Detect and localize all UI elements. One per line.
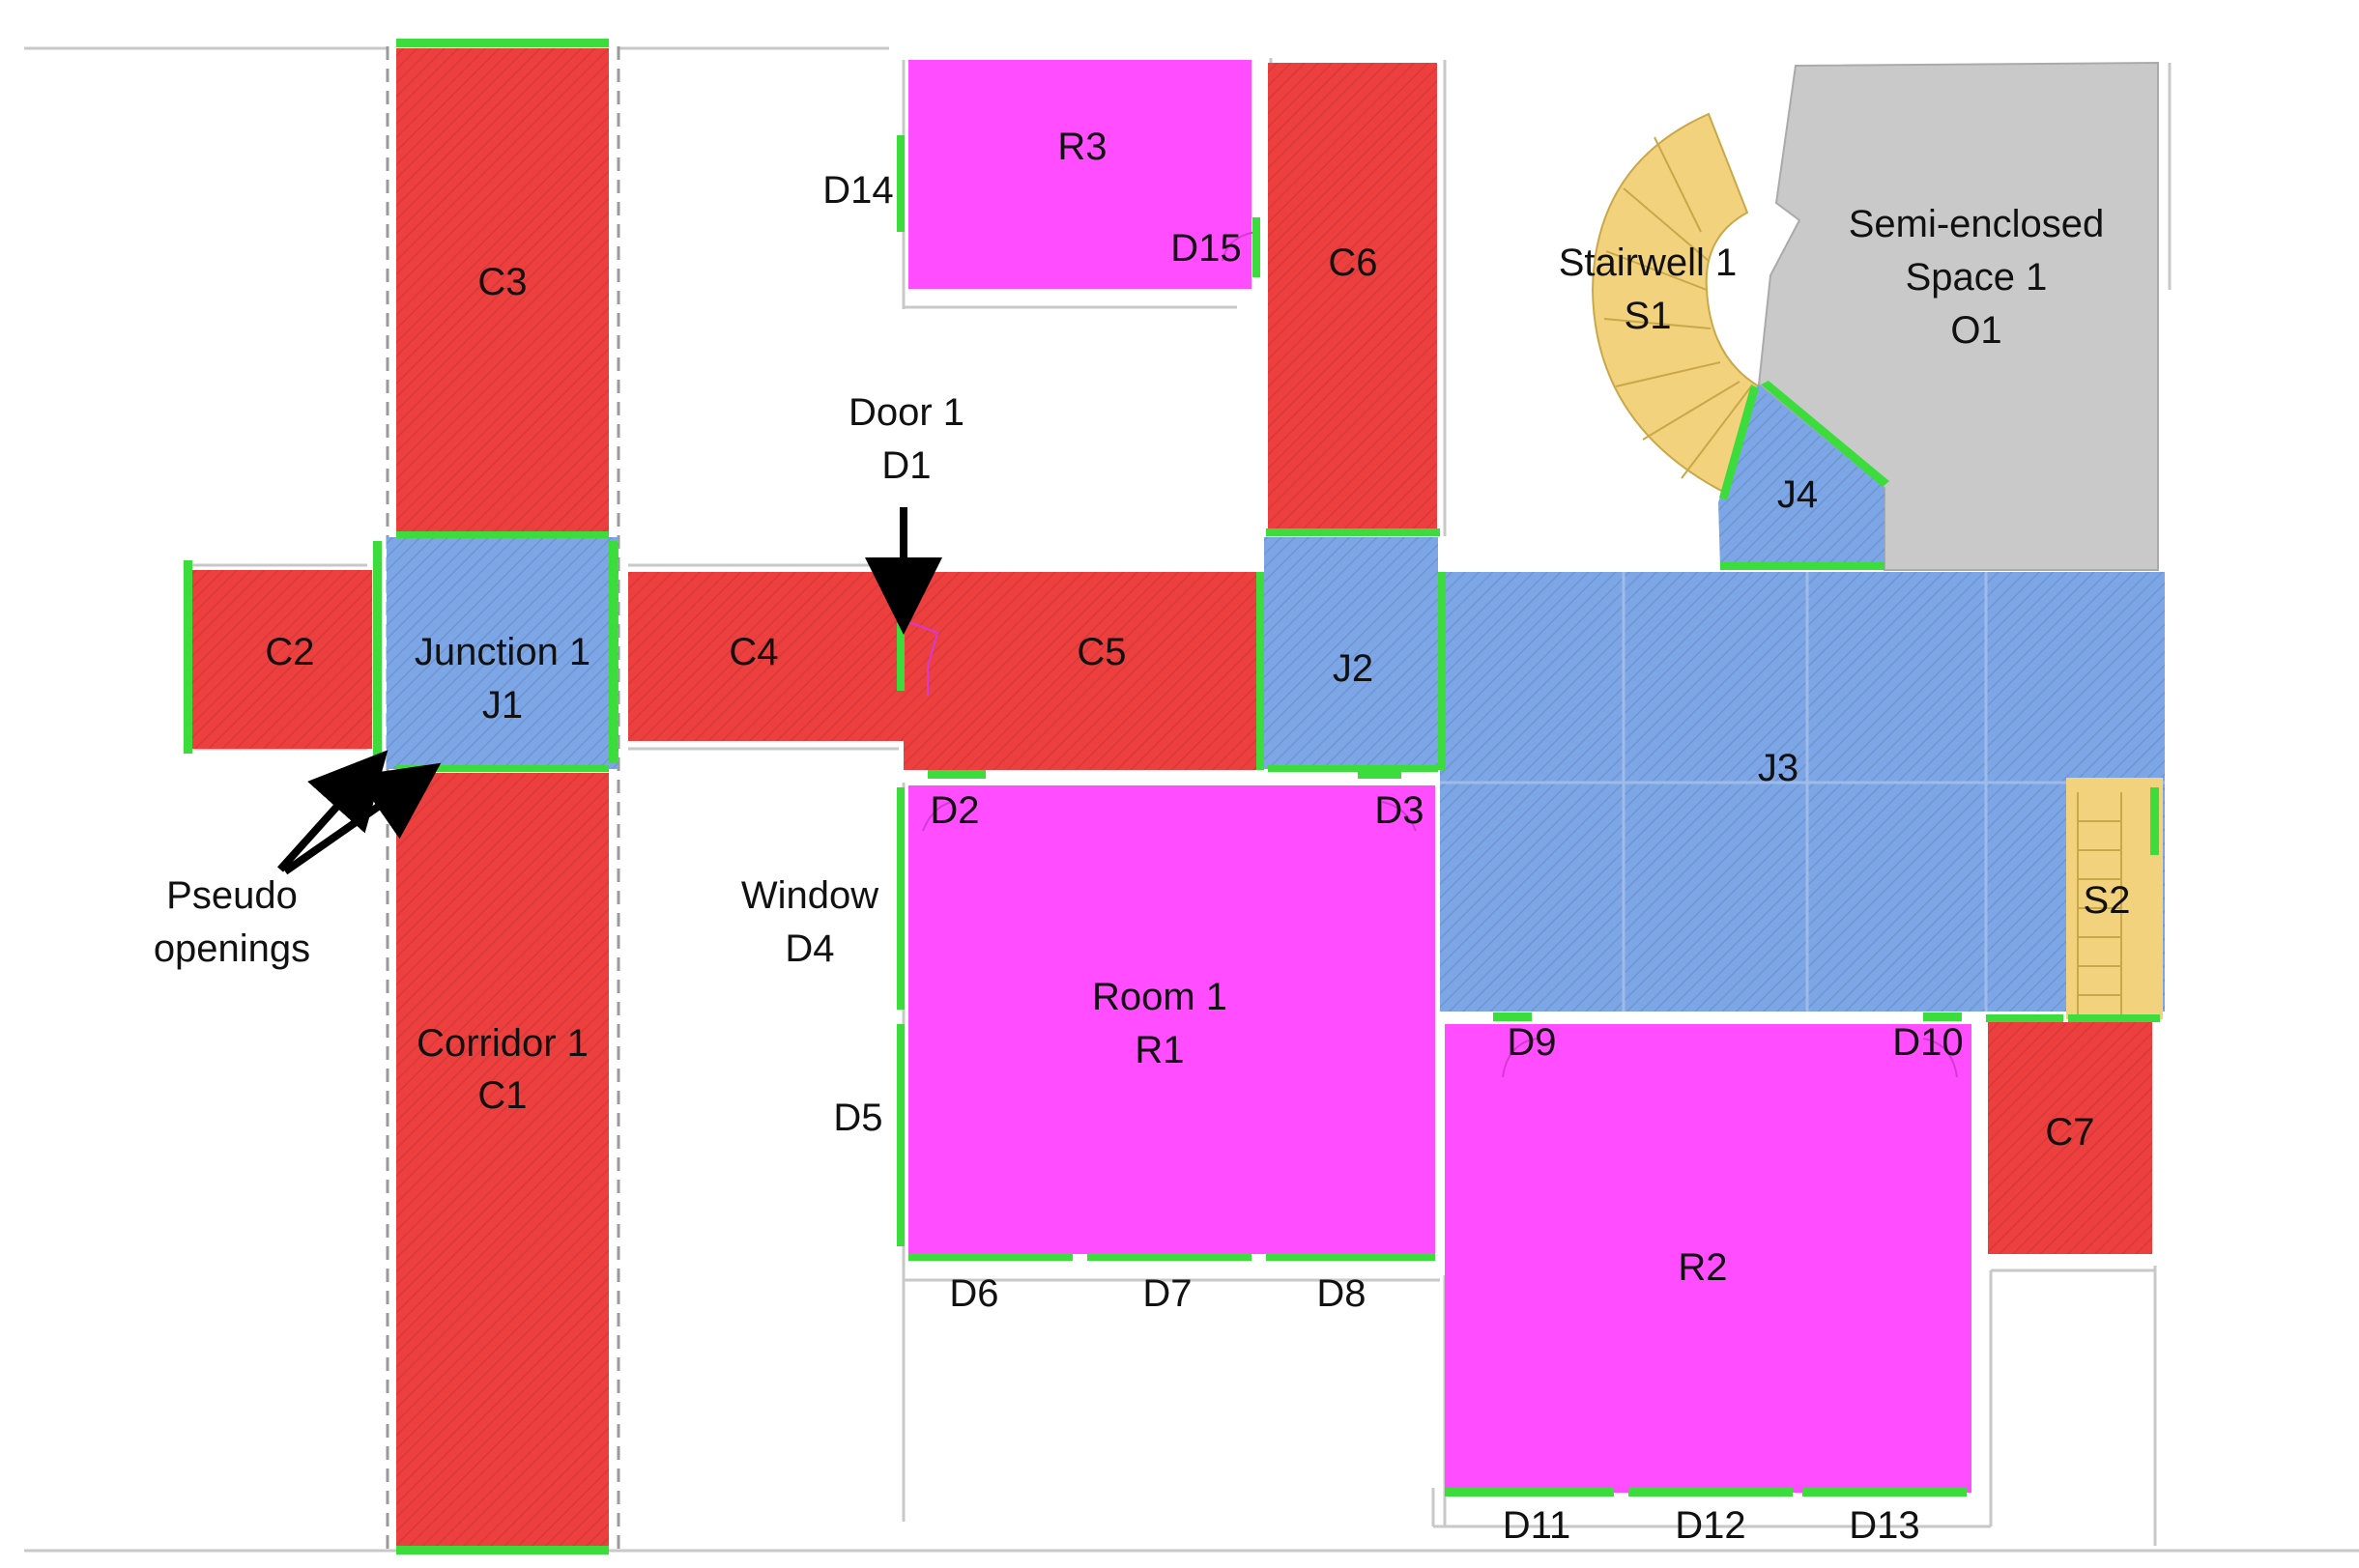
label-j1: J1 <box>482 684 523 727</box>
room-r3 <box>908 60 1251 289</box>
stair-s2 <box>2066 778 2163 1019</box>
label-d15: D15 <box>1170 227 1241 270</box>
label-d12: D12 <box>1675 1504 1745 1547</box>
label-c5: C5 <box>1077 631 1126 673</box>
label-junction1: Junction 1 <box>415 631 590 673</box>
label-d14: D14 <box>822 169 893 212</box>
label-s2: S2 <box>2084 879 2131 922</box>
label-d8: D8 <box>1316 1272 1366 1315</box>
label-space1: Space 1 <box>1906 256 2048 299</box>
room-r2 <box>1445 1024 1971 1493</box>
label-c4: C4 <box>729 631 778 673</box>
label-d10: D10 <box>1892 1021 1963 1064</box>
rooms <box>908 60 1971 1493</box>
label-d13: D13 <box>1849 1504 1919 1547</box>
label-d1: D1 <box>881 444 931 487</box>
pseudo-arrow-1 <box>277 750 388 872</box>
label-j4: J4 <box>1777 473 1818 516</box>
label-c2: C2 <box>265 631 314 673</box>
label-window: Window <box>741 874 878 917</box>
door-swings <box>898 231 1958 1078</box>
label-c7: C7 <box>2045 1111 2094 1154</box>
label-d3: D3 <box>1374 789 1424 832</box>
label-openings: openings <box>154 927 310 970</box>
openings <box>184 39 2160 1554</box>
label-c1: C1 <box>477 1074 527 1117</box>
stair-s2-treads <box>2077 792 2122 1014</box>
label-d5: D5 <box>833 1097 882 1139</box>
label-c3: C3 <box>477 261 527 303</box>
label-d6: D6 <box>949 1272 998 1315</box>
pseudo-arrow-2 <box>282 762 442 875</box>
stairwell-s1-treads <box>1603 136 1752 479</box>
label-j2: J2 <box>1333 647 1373 690</box>
label-door1: Door 1 <box>849 391 964 434</box>
label-d11: D11 <box>1503 1504 1570 1547</box>
label-room1: Room 1 <box>1092 976 1227 1018</box>
arrows <box>277 507 942 875</box>
label-j3: J3 <box>1758 747 1798 789</box>
label-d9: D9 <box>1507 1021 1556 1064</box>
label-r3: R3 <box>1057 126 1107 168</box>
label-d2: D2 <box>930 789 979 832</box>
label-r1: R1 <box>1135 1029 1184 1071</box>
labels: C3 C2 Junction 1 J1 C4 Corridor 1 C1 R3 … <box>154 126 2131 1547</box>
stairwell-s1 <box>1591 112 1761 495</box>
label-semi-enclosed: Semi-enclosed <box>1849 203 2105 245</box>
label-pseudo: Pseudo <box>166 874 298 917</box>
label-d4: D4 <box>785 927 834 970</box>
label-c6: C6 <box>1328 242 1377 284</box>
label-stairwell1: Stairwell 1 <box>1559 242 1738 284</box>
label-d7: D7 <box>1142 1272 1192 1315</box>
room-r1 <box>908 785 1435 1254</box>
corridor-dashed-edges <box>386 46 620 1555</box>
label-o1: O1 <box>1950 309 2001 352</box>
label-s1: S1 <box>1625 295 1672 337</box>
label-corridor1: Corridor 1 <box>417 1022 589 1065</box>
label-r2: R2 <box>1678 1246 1727 1289</box>
